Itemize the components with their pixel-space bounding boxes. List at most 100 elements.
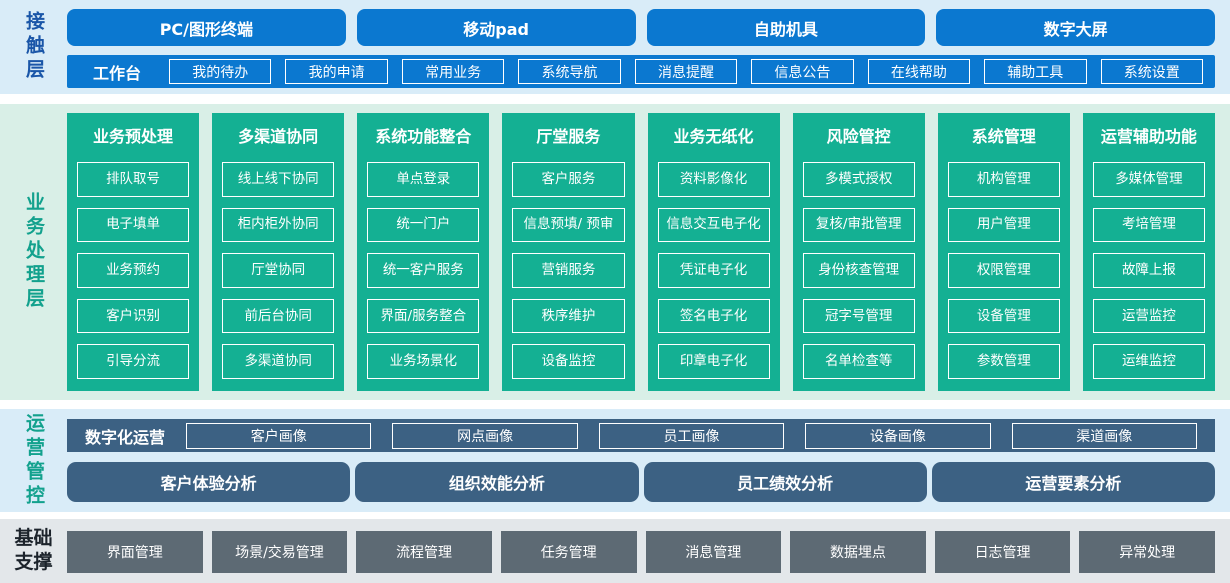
workbench-item[interactable]: 常用业务 bbox=[401, 59, 505, 84]
business-item[interactable]: 设备管理 bbox=[947, 298, 1060, 334]
operation-layer-body: 数字化运营 客户画像网点画像员工画像设备画像渠道画像 客户体验分析组织效能分析员… bbox=[67, 409, 1230, 512]
business-item[interactable]: 秩序维护 bbox=[512, 298, 625, 334]
business-item[interactable]: 身份核查管理 bbox=[802, 253, 915, 288]
business-item[interactable]: 业务场景化 bbox=[367, 344, 480, 379]
business-column: 运营辅助功能 多媒体管理考培管理故障上报运营监控运维监控 bbox=[1082, 113, 1215, 391]
business-layer-label: 业务处理层 bbox=[0, 104, 67, 400]
foundation-box[interactable]: 消息管理 bbox=[645, 531, 782, 573]
analysis-box[interactable]: 员工绩效分析 bbox=[643, 462, 927, 502]
business-layer: 业务处理层 业务预处理 排队取号电子填单业务预约客户识别引导分流 多渠道协同 线… bbox=[0, 104, 1230, 400]
business-item[interactable]: 考培管理 bbox=[1092, 207, 1205, 243]
business-column: 多渠道协同 线上线下协同柜内柜外协同厅堂协同前后台协同多渠道协同 bbox=[212, 113, 345, 391]
channel-button[interactable]: PC/图形终端 bbox=[67, 9, 346, 46]
contact-layer-label-text: 接触层 bbox=[23, 11, 45, 83]
business-column-title: 运营辅助功能 bbox=[1100, 127, 1197, 146]
digital-portrait-item[interactable]: 设备画像 bbox=[805, 422, 991, 449]
business-item[interactable]: 厅堂协同 bbox=[222, 253, 335, 288]
business-item[interactable]: 业务预约 bbox=[77, 253, 190, 288]
workbench-item[interactable]: 系统设置 bbox=[1100, 59, 1203, 84]
contact-layer-body: PC/图形终端移动pad 自助机具数字大屏 工作台 我的待办我的申请常用业务系统导… bbox=[67, 0, 1230, 94]
business-item[interactable]: 统一门户 bbox=[367, 207, 480, 243]
business-item[interactable]: 运营监控 bbox=[1092, 298, 1205, 334]
workbench-bar: 工作台 我的待办我的申请常用业务系统导航消息提醒信息公告在线帮助辅助工具系统设置 bbox=[67, 55, 1215, 88]
business-item[interactable]: 复核/审批管理 bbox=[802, 207, 915, 243]
foundation-layer-label-text: 基础支撑 bbox=[14, 527, 53, 573]
workbench-item[interactable]: 在线帮助 bbox=[867, 59, 971, 84]
channel-button[interactable]: 自助机具 bbox=[646, 9, 926, 46]
foundation-box[interactable]: 界面管理 bbox=[67, 531, 203, 573]
business-column-title: 系统管理 bbox=[971, 127, 1036, 146]
business-item[interactable]: 统一客户服务 bbox=[367, 253, 480, 288]
business-column-title: 厅堂服务 bbox=[536, 127, 601, 146]
business-item[interactable]: 凭证电子化 bbox=[657, 253, 770, 288]
business-item[interactable]: 引导分流 bbox=[77, 344, 190, 379]
digital-portrait-item[interactable]: 渠道画像 bbox=[1011, 422, 1197, 449]
business-item[interactable]: 印章电子化 bbox=[657, 344, 770, 379]
business-column: 业务无纸化 资料影像化信息交互电子化凭证电子化签名电子化印章电子化 bbox=[647, 113, 780, 391]
business-column: 系统管理 机构管理用户管理权限管理设备管理参数管理 bbox=[937, 113, 1070, 391]
digital-portrait-item[interactable]: 网点画像 bbox=[392, 422, 578, 449]
business-item[interactable]: 机构管理 bbox=[947, 162, 1060, 197]
business-column: 系统功能整合 单点登录统一门户统一客户服务界面/服务整合业务场景化 bbox=[357, 113, 490, 391]
business-item[interactable]: 多媒体管理 bbox=[1092, 162, 1205, 197]
foundation-box[interactable]: 流程管理 bbox=[356, 531, 492, 573]
analysis-box[interactable]: 组织效能分析 bbox=[355, 462, 639, 502]
foundation-layer: 基础支撑 界面管理场景/交易管理流程管理任务管理消息管理数据埋点日志管理异常处理 bbox=[0, 519, 1230, 583]
business-item[interactable]: 单点登录 bbox=[367, 162, 480, 197]
workbench-item[interactable]: 我的待办 bbox=[169, 59, 272, 84]
business-item[interactable]: 客户识别 bbox=[77, 298, 190, 334]
business-item[interactable]: 信息交互电子化 bbox=[657, 207, 770, 243]
business-item[interactable]: 多模式授权 bbox=[802, 162, 915, 197]
business-column: 厅堂服务 客户服务信息预填/ 预审营销服务秩序维护设备监控 bbox=[502, 113, 635, 391]
analysis-box[interactable]: 客户体验分析 bbox=[67, 462, 351, 502]
business-item[interactable]: 电子填单 bbox=[77, 207, 190, 243]
business-item[interactable]: 界面/服务整合 bbox=[367, 298, 480, 334]
foundation-row: 界面管理场景/交易管理流程管理任务管理消息管理数据埋点日志管理异常处理 bbox=[67, 519, 1230, 583]
business-item[interactable]: 名单检查等 bbox=[802, 344, 915, 379]
workbench-item[interactable]: 信息公告 bbox=[751, 59, 854, 84]
business-item[interactable]: 客户服务 bbox=[512, 162, 625, 197]
digital-operation-label: 数字化运营 bbox=[85, 427, 166, 447]
foundation-box[interactable]: 场景/交易管理 bbox=[211, 531, 348, 573]
digital-portrait-item[interactable]: 客户画像 bbox=[186, 422, 372, 449]
operation-layer-label-text: 运营管控 bbox=[23, 412, 45, 509]
operation-layer-label: 运营管控 bbox=[0, 409, 67, 512]
business-item[interactable]: 参数管理 bbox=[947, 344, 1060, 379]
business-column-title: 业务无纸化 bbox=[673, 127, 754, 146]
workbench-item[interactable]: 消息提醒 bbox=[634, 59, 738, 84]
business-item[interactable]: 线上线下协同 bbox=[222, 162, 335, 197]
workbench-item[interactable]: 系统导航 bbox=[518, 59, 621, 84]
business-item[interactable]: 设备监控 bbox=[512, 344, 625, 379]
business-columns: 业务预处理 排队取号电子填单业务预约客户识别引导分流 多渠道协同 线上线下协同柜… bbox=[67, 104, 1230, 400]
business-item[interactable]: 故障上报 bbox=[1092, 253, 1205, 288]
business-item[interactable]: 多渠道协同 bbox=[222, 344, 335, 379]
foundation-box[interactable]: 异常处理 bbox=[1079, 531, 1215, 573]
business-item[interactable]: 营销服务 bbox=[512, 253, 625, 288]
channel-row: PC/图形终端移动pad 自助机具数字大屏 bbox=[67, 9, 1215, 46]
business-item[interactable]: 权限管理 bbox=[947, 253, 1060, 288]
business-item[interactable]: 运维监控 bbox=[1092, 344, 1205, 379]
business-item[interactable]: 排队取号 bbox=[77, 162, 190, 197]
business-item[interactable]: 冠字号管理 bbox=[802, 298, 915, 334]
contact-layer: 接触层 PC/图形终端移动pad 自助机具数字大屏 工作台 我的待办我的申请常用业… bbox=[0, 0, 1230, 94]
channel-button[interactable]: 移动pad bbox=[356, 9, 636, 46]
channel-button[interactable]: 数字大屏 bbox=[936, 9, 1215, 46]
workbench-item[interactable]: 我的申请 bbox=[285, 59, 388, 84]
operation-layer: 运营管控 数字化运营 客户画像网点画像员工画像设备画像渠道画像 客户体验分析组织… bbox=[0, 409, 1230, 512]
foundation-box[interactable]: 任务管理 bbox=[500, 531, 637, 573]
business-item[interactable]: 资料影像化 bbox=[657, 162, 770, 197]
business-layer-label-text: 业务处理层 bbox=[23, 192, 45, 312]
business-item[interactable]: 签名电子化 bbox=[657, 298, 770, 334]
workbench-item[interactable]: 辅助工具 bbox=[984, 59, 1087, 84]
foundation-box[interactable]: 日志管理 bbox=[934, 531, 1071, 573]
analysis-box[interactable]: 运营要素分析 bbox=[931, 462, 1215, 502]
business-item[interactable]: 信息预填/ 预审 bbox=[512, 207, 625, 243]
foundation-box[interactable]: 数据埋点 bbox=[790, 531, 926, 573]
business-item[interactable]: 前后台协同 bbox=[222, 298, 335, 334]
digital-portrait-item[interactable]: 员工画像 bbox=[598, 422, 785, 449]
business-column-title: 风险管控 bbox=[826, 127, 891, 146]
business-item[interactable]: 柜内柜外协同 bbox=[222, 207, 335, 243]
business-item[interactable]: 用户管理 bbox=[947, 207, 1060, 243]
business-column: 业务预处理 排队取号电子填单业务预约客户识别引导分流 bbox=[67, 113, 200, 391]
